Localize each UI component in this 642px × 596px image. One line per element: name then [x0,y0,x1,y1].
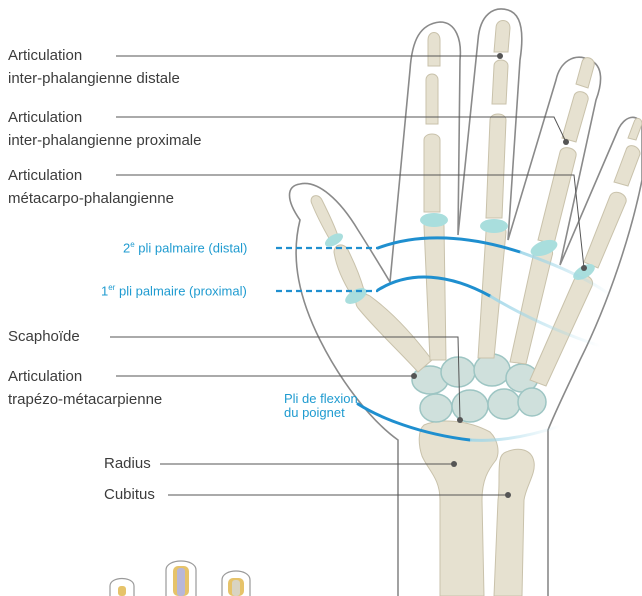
mcp-label: Articulation métacarpo-phalangienne [8,164,174,210]
tmc-label-line2: trapézo-métacarpienne [8,388,162,411]
proximal-crease-text: pli palmaire (proximal) [115,283,246,298]
tmc-label-line1: Articulation [8,365,162,388]
ring-finger-bones [510,58,594,364]
dip-label-line2: inter-phalangienne distale [8,67,180,90]
pip-label-line1: Articulation [8,106,201,129]
ulna-bone [494,449,534,596]
distal-crease-text: pli palmaire (distal) [135,240,248,255]
dip-label-line1: Articulation [8,44,180,67]
cubitus-label: Cubitus [104,486,155,503]
thumb-bones [311,196,432,372]
wrist-crease-label: Pli de flexion du poignet [284,392,358,420]
wrist-crease-line1: Pli de flexion [284,392,358,406]
scaphoid-label: Scaphoïde [8,328,80,345]
middle-finger-bones [478,21,510,359]
mcp-label-line2: métacarpo-phalangienne [8,187,174,210]
pip-label: Articulation inter-phalangienne proximal… [8,106,201,152]
tmc-label: Articulation trapézo-métacarpienne [8,365,162,411]
radius-label: Radius [104,455,151,472]
proximal-crease-label: 1er pli palmaire (proximal) [101,283,247,298]
wrist-crease-line2: du poignet [284,406,358,420]
mcp-label-line1: Articulation [8,164,174,187]
pip-label-line2: inter-phalangienne proximale [8,129,201,152]
finger-joint-icons [110,561,250,596]
index-finger-bones [420,33,448,361]
radius-bone [419,421,498,596]
dip-label: Articulation inter-phalangienne distale [8,44,180,90]
distal-crease-label: 2e pli palmaire (distal) [123,240,247,255]
